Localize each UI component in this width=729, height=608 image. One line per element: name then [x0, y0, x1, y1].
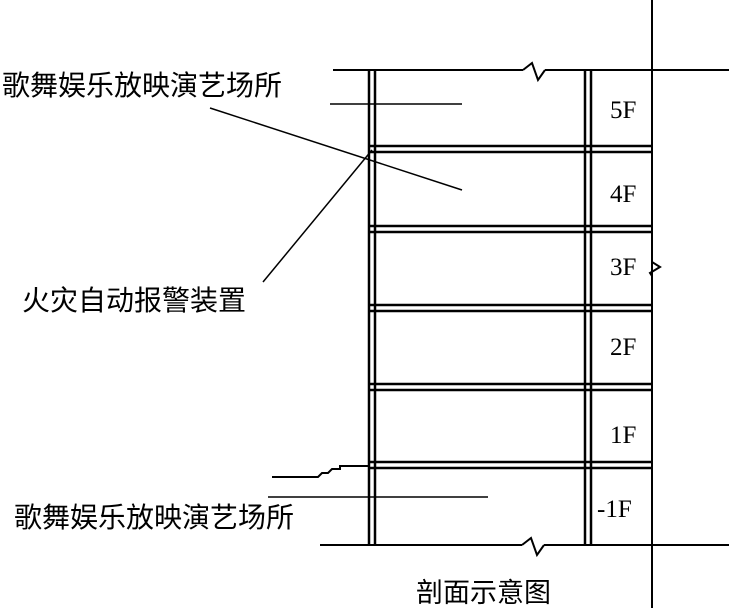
leader-upper-venue — [209, 107, 463, 191]
roof-break-mark — [522, 61, 546, 83]
floor-label-3f: 3F — [610, 254, 636, 281]
upper-venue-label: 歌舞娱乐放映演艺场所 — [2, 69, 282, 102]
lower-venue-label: 歌舞娱乐放映演艺场所 — [14, 501, 294, 534]
axis-break-mark — [648, 258, 662, 277]
floor-label-b1f: -1F — [597, 496, 632, 523]
structure-lines — [209, 0, 729, 608]
floor-label-4f: 4F — [610, 181, 636, 208]
diagram-caption: 剖面示意图 — [416, 578, 551, 608]
leader-fire-alarm — [262, 149, 373, 283]
floor-label-1f: 1F — [610, 422, 636, 449]
floor-label-2f: 2F — [610, 334, 636, 361]
bottom-break-mark — [521, 536, 545, 558]
floor-label-5f: 5F — [610, 97, 636, 124]
fire-alarm-label: 火灾自动报警装置 — [22, 284, 246, 317]
ground-step-line — [272, 465, 369, 478]
